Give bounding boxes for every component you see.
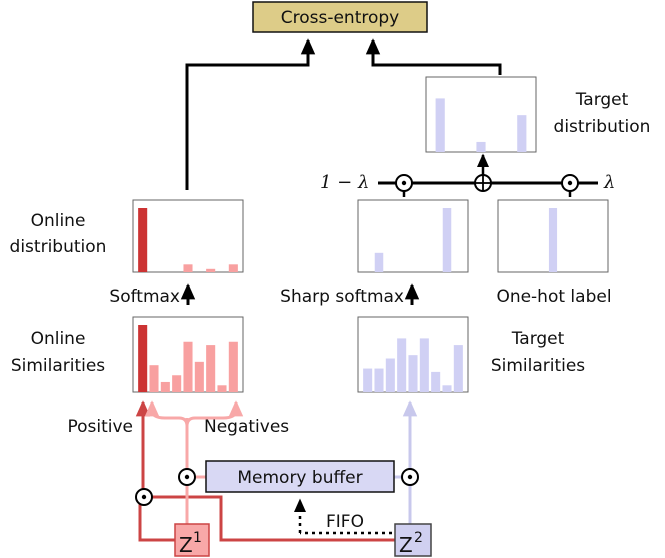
odot-operator-left: [395, 174, 413, 192]
target-distribution-bar: [517, 115, 527, 152]
target-distribution-label-line2: distribution: [554, 117, 651, 137]
sharp-softmax-bar: [374, 252, 384, 272]
z1-superscript: 1: [193, 530, 202, 546]
one-minus-lambda-label: 1 − λ: [320, 172, 369, 193]
one-hot-label: One-hot label: [496, 287, 611, 307]
z1-label: Z: [179, 533, 193, 557]
one-hot-histogram: [497, 199, 609, 273]
online-similarity-bar: [160, 381, 170, 392]
softmax-label: Softmax: [109, 287, 180, 307]
memory-buffer-box: Memory buffer: [205, 460, 395, 493]
target-distribution-label-line1: Target: [575, 90, 629, 110]
fifo-label: FIFO: [326, 512, 364, 532]
target-similarity-bar: [374, 368, 384, 392]
negatives-label: Negatives: [204, 417, 289, 437]
sharp-softmax-label: Sharp softmax: [280, 287, 404, 307]
z2-label: Z: [399, 533, 413, 557]
online-similarity-bar: [206, 345, 216, 392]
online-similarity-bar: [149, 365, 159, 392]
target-similarity-bar: [442, 385, 452, 392]
online-similarity-bar: [217, 385, 227, 392]
one-hot-bar: [548, 208, 558, 272]
z1-left-connector: [138, 498, 175, 542]
online-to-loss-connector: [185, 38, 316, 190]
target-path: [394, 400, 418, 524]
sharp-softmax-bar: [442, 208, 452, 272]
memory-odot-right: [401, 468, 419, 486]
mix-operators: [395, 174, 579, 192]
online-similarities-histogram: [132, 316, 244, 393]
target-similarity-bar: [385, 358, 395, 392]
target-similarity-bar: [453, 345, 463, 392]
online-similarities-label-line2: Similarities: [11, 356, 105, 376]
online-distribution-bar: [138, 208, 148, 272]
target-similarity-bar: [431, 371, 441, 392]
online-distribution-bar: [206, 268, 216, 272]
target-to-loss-connector: [365, 38, 502, 75]
online-similarity-bar: [172, 375, 182, 392]
target-distribution-bar: [476, 141, 486, 152]
z2-box: Z 2: [394, 523, 432, 557]
online-similarity-bar: [183, 341, 193, 392]
target-similarities-label-line1: Target: [511, 329, 565, 349]
online-similarities-label-line1: Online: [31, 329, 86, 349]
z2-superscript: 2: [414, 530, 423, 546]
online-distribution-label-line2: distribution: [10, 237, 107, 257]
online-similarity-bar: [138, 325, 148, 392]
cross-entropy-label: Cross-entropy: [281, 8, 400, 28]
target-distribution-histogram: [425, 76, 537, 153]
z1-box: Z 1: [174, 523, 210, 557]
online-similarity-bar: [194, 361, 204, 392]
online-distribution-bar: [183, 264, 193, 272]
target-similarity-bar: [408, 355, 418, 392]
positive-label: Positive: [67, 417, 133, 437]
cross-entropy-box: Cross-entropy: [252, 1, 428, 33]
target-distribution-bar: [435, 98, 445, 152]
fifo-arrow: [294, 498, 392, 535]
negatives-path: [144, 400, 244, 524]
target-similarity-bar: [397, 338, 407, 392]
online-distribution-label-line1: Online: [31, 211, 86, 231]
target-similarity-bar: [419, 338, 429, 392]
target-similarity-bar: [363, 368, 373, 392]
negatives-brace: [150, 409, 238, 427]
sharp-softmax-histogram: [357, 199, 469, 273]
positive-odot: [135, 488, 153, 506]
online-distribution-bar: [228, 264, 238, 272]
online-distribution-histogram: [132, 199, 244, 273]
memory-buffer-label: Memory buffer: [237, 468, 362, 488]
memory-odot-left: [178, 468, 196, 486]
online-similarity-bar: [228, 341, 238, 392]
lambda-label: λ: [603, 172, 615, 193]
target-similarities-histogram: [357, 316, 469, 393]
target-similarities-label-line2: Similarities: [491, 356, 585, 376]
odot-operator-right: [561, 174, 579, 192]
oplus-operator: [474, 174, 492, 192]
